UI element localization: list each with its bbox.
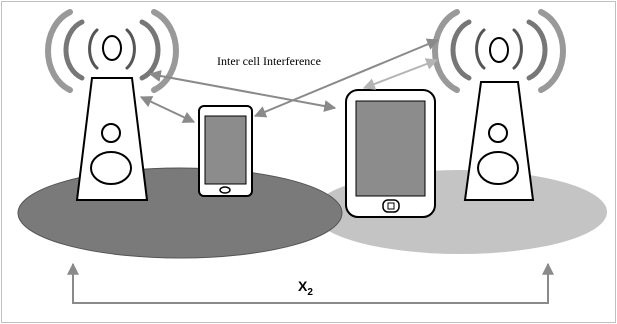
- distance-label: X2: [298, 278, 313, 298]
- distance-bracket: [67, 262, 554, 304]
- left-cell-coverage: [17, 167, 343, 259]
- interference-label: Inter cell Interference: [217, 54, 321, 68]
- arrow-left-tower-to-tablet: [148, 70, 337, 112]
- smartphone: [198, 105, 253, 197]
- distance-label-main: X: [298, 278, 308, 294]
- right-base-station: [432, 9, 566, 201]
- left-tower-tweeter: [101, 123, 121, 143]
- smartphone-home-button: [219, 186, 231, 194]
- arrow-right-tower-to-tablet: [362, 58, 439, 90]
- right-tower-tweeter: [488, 123, 508, 143]
- left-base-station: [45, 9, 179, 201]
- left-antenna-dome: [102, 35, 122, 61]
- tablet-home-button-inner: [387, 202, 395, 210]
- distance-label-subscript: 2: [307, 287, 313, 298]
- right-tower-woofer: [477, 151, 519, 185]
- arrow-right-tower-to-phone: [253, 38, 440, 118]
- interference-arrows: [139, 38, 440, 123]
- smartphone-screen: [204, 115, 247, 185]
- tablet-screen: [355, 100, 426, 197]
- tablet-home-button: [382, 199, 400, 213]
- left-tower-woofer: [90, 151, 132, 185]
- tablet: [345, 89, 436, 218]
- arrow-left-tower-to-phone: [139, 96, 196, 123]
- right-antenna-dome: [489, 37, 509, 63]
